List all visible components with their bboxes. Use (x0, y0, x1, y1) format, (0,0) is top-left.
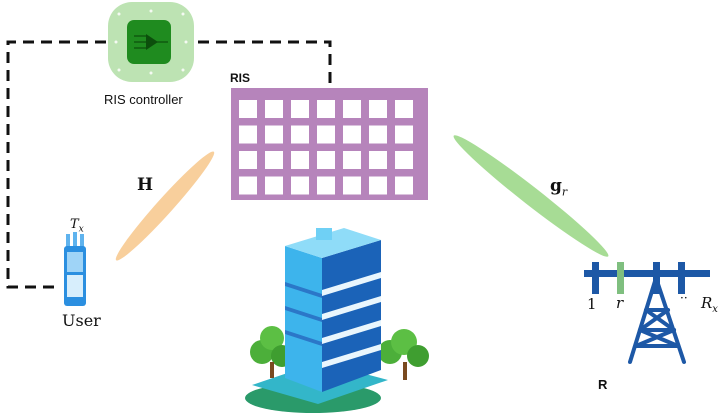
ris-element (343, 125, 361, 144)
ris-element-grid (239, 100, 413, 195)
ris-element (317, 100, 335, 118)
ris-element (395, 176, 413, 195)
ris-element (317, 125, 335, 144)
channel-h-beam (115, 151, 215, 261)
receiver-label: R (598, 377, 608, 392)
ris-element (369, 151, 387, 169)
ris-element (291, 100, 309, 118)
ris-panel (231, 88, 428, 200)
ris-controller-label: RIS controller (104, 92, 183, 107)
ris-element (343, 176, 361, 195)
ris-element (265, 176, 283, 195)
ris-element (265, 125, 283, 144)
ris-element (239, 100, 257, 118)
ris-element (369, 100, 387, 118)
ris-element (265, 100, 283, 118)
building-icon (245, 228, 429, 413)
channel-g-symbol: g (550, 176, 562, 196)
tx-subscript: x (78, 224, 84, 235)
antenna-selected-label: r (616, 294, 624, 312)
antenna-tower-icon (584, 262, 710, 364)
ris-element (239, 125, 257, 144)
tx-label: Tx (70, 218, 84, 235)
ris-element (395, 125, 413, 144)
ris-label: RIS (230, 71, 251, 85)
ris-element (291, 125, 309, 144)
ris-element (317, 176, 335, 195)
rx-subscript: x (712, 304, 718, 315)
ris-element (343, 100, 361, 118)
phone-icon (64, 232, 86, 306)
channel-g-beam (453, 135, 609, 257)
control-link-dashed (6, 40, 332, 289)
chip-icon (108, 2, 194, 82)
channel-g-subscript: r (561, 185, 568, 199)
ris-element (265, 151, 283, 169)
ris-element (317, 151, 335, 169)
ris-element (395, 100, 413, 118)
ris-element (369, 125, 387, 144)
ris-element (369, 176, 387, 195)
user-label: User (62, 311, 101, 330)
rx-symbol: R (701, 294, 713, 312)
antenna-dots-label: ·· (680, 291, 688, 305)
ris-element (395, 151, 413, 169)
ris-element (343, 151, 361, 169)
ris-element (239, 151, 257, 169)
channel-h-label: H (137, 175, 154, 195)
ris-element (291, 176, 309, 195)
channel-g-label: gr (550, 176, 568, 199)
rx-label: Rx (701, 296, 718, 315)
antenna-first-label: 1 (587, 295, 597, 313)
ris-element (239, 176, 257, 195)
ris-element (291, 151, 309, 169)
tx-symbol: T (70, 217, 79, 232)
